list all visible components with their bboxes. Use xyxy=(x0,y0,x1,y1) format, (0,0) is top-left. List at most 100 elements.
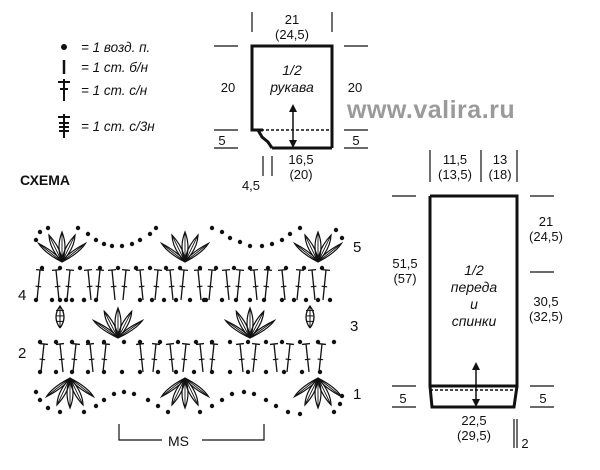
cluster-vein xyxy=(317,242,342,263)
chain-dot xyxy=(301,265,307,271)
legend-item-dc: = 1 ст. с/н xyxy=(55,79,147,101)
body-side-a: 30,5 xyxy=(533,294,559,309)
cluster-vein xyxy=(171,377,186,406)
chain-dot xyxy=(209,369,215,375)
chain-dot xyxy=(339,235,345,241)
chain-dot xyxy=(37,339,43,345)
chain-dot xyxy=(279,237,285,243)
chain-dot xyxy=(251,391,257,397)
dc-stitch xyxy=(239,343,244,373)
crochet-pattern xyxy=(33,225,345,417)
cluster-vein xyxy=(69,377,84,406)
dc-bar xyxy=(85,342,95,346)
chain-dot xyxy=(279,297,285,303)
dc-bar xyxy=(195,342,205,346)
chain-dot xyxy=(149,297,155,303)
sleeve-top-width: 21 (24,5) xyxy=(272,12,312,42)
chain-dot xyxy=(77,265,83,271)
chain-dot xyxy=(209,403,215,409)
body-side: 30,5 (32,5) xyxy=(526,294,566,324)
cluster-vein xyxy=(304,234,319,263)
dc-stitch xyxy=(89,343,94,373)
cluster-vein xyxy=(117,320,143,339)
dc-cross xyxy=(138,285,145,288)
sc-stitch-icon xyxy=(55,57,73,77)
chain-dot xyxy=(137,369,143,375)
dc-cross xyxy=(54,285,61,288)
dc-stitch xyxy=(40,343,45,373)
dc-bar xyxy=(83,268,93,272)
chain-dot xyxy=(297,411,303,417)
dc-cross xyxy=(121,285,128,288)
dc-cross xyxy=(285,358,292,361)
dc-stitch xyxy=(102,343,107,373)
chain-dot xyxy=(337,401,343,407)
dc-stitch xyxy=(273,343,278,373)
dc-cross xyxy=(251,358,258,361)
chain-dot xyxy=(155,369,161,375)
chain-dot xyxy=(315,339,321,345)
dc-cross xyxy=(224,285,231,288)
chain-dot xyxy=(303,297,309,303)
dc-stitch xyxy=(152,343,157,373)
dc-cross xyxy=(310,285,317,288)
chain-dot xyxy=(37,369,43,375)
chain-dot xyxy=(263,339,269,345)
cluster-vein xyxy=(317,377,332,406)
body-total-height-a: 51,5 xyxy=(392,256,418,271)
chain-dot xyxy=(53,339,59,345)
chain-dot xyxy=(331,339,337,345)
chain-dot xyxy=(261,297,267,303)
dc-cross xyxy=(151,358,158,361)
chain-dot xyxy=(265,265,271,271)
chain-dot xyxy=(137,297,143,303)
chain-dot xyxy=(81,297,87,303)
cluster-vein xyxy=(38,242,63,263)
dc-cross xyxy=(304,358,311,361)
chain-dot xyxy=(53,369,59,375)
dc-cross xyxy=(263,285,270,288)
chain-dot xyxy=(45,405,51,411)
chain-dot xyxy=(299,369,305,375)
dc-stitch xyxy=(225,269,230,301)
row-number-3: 3 xyxy=(350,318,359,335)
chain-dot xyxy=(101,339,107,345)
chain-dot xyxy=(121,339,127,345)
dc-stitch xyxy=(72,343,77,373)
dc-cross xyxy=(317,358,324,361)
dc-bar xyxy=(181,342,191,346)
chain-dot xyxy=(291,297,297,303)
cluster-vein xyxy=(184,377,209,398)
dc-bar xyxy=(221,268,231,272)
dc-cross xyxy=(207,285,214,288)
dc-stitch xyxy=(66,269,71,301)
chain-dot xyxy=(297,339,303,345)
chain-dot xyxy=(119,369,125,375)
body-shoulder: 13 (18) xyxy=(482,152,518,182)
dc-bar xyxy=(107,268,117,272)
dc-bar xyxy=(55,342,65,346)
chain-dot xyxy=(197,265,203,271)
dc-bar xyxy=(251,342,261,346)
legend-text-tr3: = 1 ст. с/3н xyxy=(81,118,155,134)
chain-dot xyxy=(133,265,139,271)
dc-stitch xyxy=(139,269,144,301)
dc-stitch xyxy=(296,269,301,301)
dc-cross xyxy=(252,285,259,288)
dc-cross xyxy=(179,285,186,288)
body-side-b: (32,5) xyxy=(529,309,563,324)
dc-cross xyxy=(209,358,216,361)
dc-cross xyxy=(181,358,188,361)
chain-dot xyxy=(147,265,153,271)
chain-dot xyxy=(49,297,55,303)
dc-bar xyxy=(135,268,145,272)
chain-dot xyxy=(161,297,167,303)
chain-dot xyxy=(69,339,75,345)
dc-cross xyxy=(238,358,245,361)
chain-dot xyxy=(37,397,43,403)
sleeve-top-width-b: (24,5) xyxy=(275,27,309,42)
chain-dot xyxy=(187,297,193,303)
cluster-vein xyxy=(46,377,71,398)
chain-dot xyxy=(209,225,215,231)
dc-cross xyxy=(272,358,279,361)
